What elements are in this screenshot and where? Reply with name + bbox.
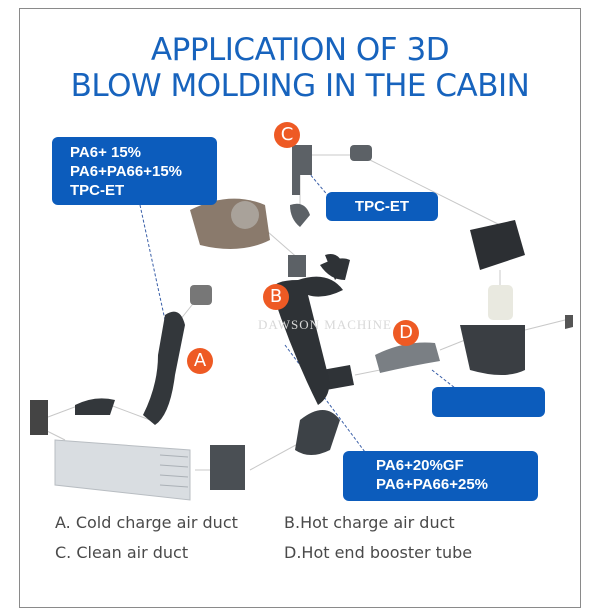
air-filter-box-part [460,220,573,375]
material-text: PA6+PA66+15% [70,163,183,180]
watermark: DAWSON MACHINE [258,317,392,332]
legend-c: C. Clean air duct [55,543,189,562]
marker-c: C [274,122,300,148]
title-line-1: APPLICATION OF 3D [150,32,450,68]
legend-a: A. Cold charge air duct [55,513,238,532]
hot-end-booster-tube-part [322,342,440,390]
legend-d: D.Hot end booster tube [284,543,473,562]
marker-d: D [393,320,419,346]
material-text: TPC-ET [70,182,125,199]
page-title: APPLICATION OF 3D BLOW MOLDING IN THE CA… [0,32,600,104]
marker-b: B [263,284,289,310]
hot-charge-air-duct-part [272,254,345,455]
material-box-d: PP TPV [432,387,545,448]
material-text: PA6+20%GF [376,457,464,474]
material-text: PP TPV [459,431,518,448]
cold-charge-air-duct-part [30,285,245,490]
legend-b: B.Hot charge air duct [284,513,455,532]
material-text: PA6+PA66+25% [376,476,489,493]
intercooler-part [54,439,191,501]
dashed-leaders [139,159,456,453]
material-box-b: PA6+20%GF PA6+PA66+25% [343,451,538,501]
material-text: PA6+ 15% [70,144,142,161]
material-box-c: TPC-ET [326,192,438,221]
marker-a: A [187,348,213,374]
material-box-a: PA6+ 15% PA6+PA66+15% TPC-ET [52,137,217,205]
turbocharger-part [190,198,270,249]
title-line-2: BLOW MOLDING IN THE CABIN [70,68,530,104]
material-text: TPC-ET [354,198,410,215]
